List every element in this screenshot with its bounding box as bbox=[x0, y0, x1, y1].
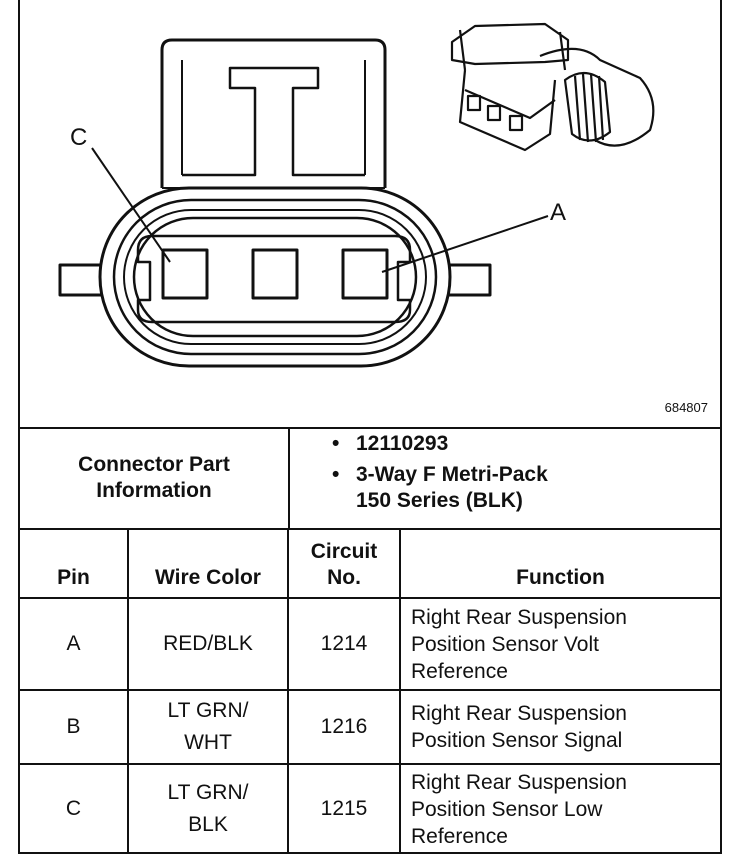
callout-a-label: A bbox=[550, 199, 566, 226]
callout-c-label: C bbox=[70, 124, 87, 151]
connector-info-list: • 12110293 • 3-Way F Metri-Pack 150 Seri… bbox=[332, 431, 548, 514]
function-line3: Reference bbox=[411, 659, 508, 683]
terminal-cavity-a bbox=[341, 248, 389, 300]
pin-table: Pin Wire Color Circuit No. Function A RE… bbox=[20, 529, 720, 853]
header-circuit: Circuit No. bbox=[287, 529, 401, 599]
function-line2: Position Sensor Volt bbox=[411, 632, 599, 656]
connector-info-label: Connector Part Information bbox=[20, 427, 290, 528]
connector-document: C A 684807 Connector Part Information • … bbox=[18, 0, 722, 854]
connector-left-ear bbox=[58, 263, 104, 297]
terminal-cavity-c bbox=[161, 248, 209, 300]
function-line1: Right Rear Suspension bbox=[411, 605, 627, 629]
connector-end-view-drawing: C A bbox=[58, 22, 655, 368]
circuit-cell: 1214 bbox=[287, 597, 401, 691]
function-cell: Right Rear Suspension Position Sensor Lo… bbox=[399, 763, 720, 853]
connector-info-row: Connector Part Information • 12110293 • … bbox=[20, 427, 720, 530]
wire-color-cell: LT GRN/ WHT bbox=[127, 689, 289, 765]
header-pin: Pin bbox=[20, 529, 129, 599]
connector-latch bbox=[160, 38, 387, 188]
wire-color-cell: RED/BLK bbox=[127, 597, 289, 691]
wire-color-line2: BLK bbox=[188, 813, 228, 836]
function-line2: Position Sensor Signal bbox=[411, 729, 623, 752]
connector-info-label-line2: Information bbox=[96, 478, 212, 502]
table-row: B LT GRN/ WHT 1216 Right Rear Suspension… bbox=[20, 689, 720, 765]
connector-isometric-sketch bbox=[450, 22, 655, 152]
function-line1: Right Rear Suspension bbox=[411, 770, 627, 794]
connector-description-line1: 3-Way F Metri-Pack bbox=[356, 463, 548, 486]
wire-color-line1: LT GRN/ bbox=[167, 781, 249, 804]
pin-cell: C bbox=[20, 763, 129, 853]
wire-color-line1: LT GRN/ bbox=[167, 699, 249, 722]
connector-figure: C A 684807 bbox=[20, 0, 720, 429]
callout-a-leader bbox=[381, 215, 549, 273]
wire-color-cell: LT GRN/ BLK bbox=[127, 763, 289, 853]
bullet-icon: • bbox=[332, 463, 340, 486]
connector-right-ear bbox=[446, 263, 492, 297]
connector-description-item: • 3-Way F Metri-Pack 150 Series (BLK) bbox=[332, 462, 548, 514]
part-number-item: • 12110293 bbox=[332, 431, 548, 457]
function-cell: Right Rear Suspension Position Sensor Si… bbox=[399, 689, 720, 765]
table-row: A RED/BLK 1214 Right Rear Suspension Pos… bbox=[20, 597, 720, 691]
wire-color-line2: WHT bbox=[184, 731, 232, 754]
connector-description-line2: 150 Series (BLK) bbox=[356, 489, 523, 512]
header-function: Function bbox=[399, 529, 720, 599]
bullet-icon: • bbox=[332, 432, 340, 455]
circuit-cell: 1216 bbox=[287, 689, 401, 765]
connector-info-label-line1: Connector Part bbox=[78, 452, 230, 476]
function-line1: Right Rear Suspension bbox=[411, 702, 627, 725]
table-row: C LT GRN/ BLK 1215 Right Rear Suspension… bbox=[20, 763, 720, 853]
header-circuit-line2: No. bbox=[327, 566, 361, 589]
function-line2: Position Sensor Low bbox=[411, 797, 603, 821]
header-circuit-line1: Circuit bbox=[310, 540, 378, 563]
function-line3: Reference bbox=[411, 824, 508, 848]
pin-cell: A bbox=[20, 597, 129, 691]
part-number: 12110293 bbox=[356, 432, 449, 455]
circuit-cell: 1215 bbox=[287, 763, 401, 853]
figure-id: 684807 bbox=[664, 400, 708, 415]
function-cell: Right Rear Suspension Position Sensor Vo… bbox=[399, 597, 720, 691]
header-wire-color: Wire Color bbox=[127, 529, 289, 599]
callout-c-leader bbox=[91, 147, 171, 263]
pin-cell: B bbox=[20, 689, 129, 765]
wire-color-line1: RED/BLK bbox=[163, 632, 253, 655]
pin-table-header: Pin Wire Color Circuit No. Function bbox=[20, 529, 720, 599]
terminal-cavity-b bbox=[251, 248, 299, 300]
